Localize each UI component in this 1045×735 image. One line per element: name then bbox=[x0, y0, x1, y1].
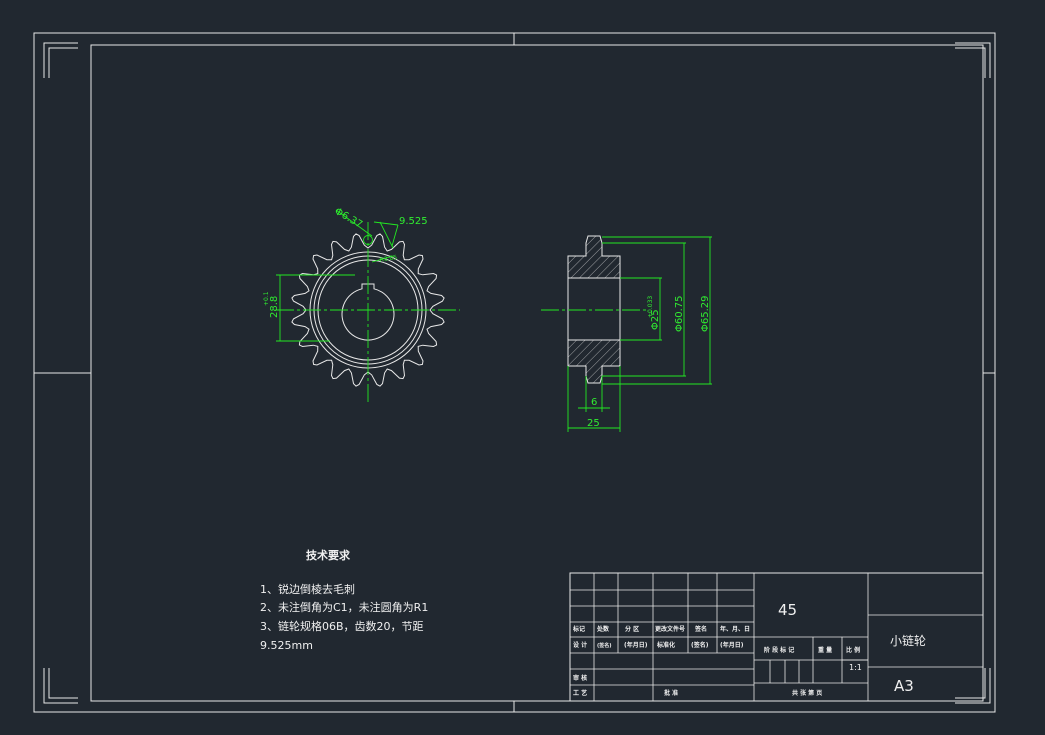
dim-roller-dia: Φ6.37 bbox=[333, 206, 365, 231]
tech-req-line-3: 3、链轮规格06B，齿数20，节距 bbox=[260, 619, 424, 633]
tb-h-count: 处数 bbox=[596, 625, 610, 633]
tb-h-zone: 分 区 bbox=[625, 625, 639, 633]
tech-req-title: 技术要求 bbox=[306, 548, 351, 562]
dim-bore-tol: +0.033 bbox=[647, 296, 654, 318]
section-lower-hatch bbox=[567, 339, 621, 384]
tb-r-date-box: (年月日) bbox=[624, 641, 648, 649]
title-block: 45 小链轮 A3 1:1 标记 处数 分 区 更改文件号 签名 年、月、日 设… bbox=[569, 572, 984, 702]
tech-req-line-4: 9.525mm bbox=[260, 639, 313, 652]
tb-h-sign: 签名 bbox=[694, 625, 707, 633]
tb-r-sign-box: (签名) bbox=[597, 642, 612, 649]
tb-r-design: 设 计 bbox=[573, 641, 587, 649]
tb-part-name: 小链轮 bbox=[890, 633, 926, 648]
sheet-inner-frame bbox=[90, 44, 984, 702]
front-centerlines bbox=[276, 222, 460, 404]
dim-tooth-width: 6 bbox=[591, 397, 597, 408]
tb-r-process: 工 艺 bbox=[573, 689, 587, 697]
dim-tooth-r: R3.05 bbox=[379, 254, 398, 264]
dim-root-dia: Φ60.75 bbox=[674, 296, 685, 333]
dim-tip-dia: Φ65.29 bbox=[700, 296, 711, 333]
dim-hub-width: 25 bbox=[587, 418, 600, 429]
tb-material: 45 bbox=[778, 601, 797, 619]
tb-r-weight: 重 量 bbox=[818, 646, 832, 654]
dim-key-depth-tol: +0.1 bbox=[263, 291, 270, 306]
tb-r-stage: 阶 段 标 记 bbox=[764, 646, 794, 654]
tb-h-mark: 标记 bbox=[572, 625, 585, 633]
side-dimension-lines bbox=[567, 236, 712, 432]
tb-r-approve: 批 准 bbox=[664, 689, 678, 697]
dim-bore-dia: Φ25 bbox=[650, 309, 661, 330]
dim-key-depth: 28.8 bbox=[269, 296, 280, 318]
bore-with-keyway bbox=[341, 283, 395, 341]
centering-marks bbox=[34, 33, 995, 712]
corner-trim-marks bbox=[43, 42, 991, 704]
tb-r-sheets: 共 张 第 页 bbox=[792, 689, 822, 697]
tb-h-docno: 更改文件号 bbox=[655, 625, 685, 633]
title-block-grid bbox=[570, 573, 983, 701]
tb-r-std: 标准化 bbox=[656, 641, 675, 649]
sprocket-side-view: Φ25 +0.033 Φ60.75 Φ65.29 6 25 bbox=[541, 235, 712, 432]
tech-req-line-1: 1、锐边倒棱去毛刺 bbox=[260, 582, 355, 596]
dim-pitch: 9.525 bbox=[399, 216, 428, 227]
tb-r-sign-box2: (签名) bbox=[691, 641, 709, 649]
technical-requirements: 技术要求 1、锐边倒棱去毛刺 2、未注倒角为C1，未注圆角为R1 3、链轮规格0… bbox=[260, 548, 428, 652]
tech-req-line-2: 2、未注倒角为C1，未注圆角为R1 bbox=[260, 600, 428, 614]
sheet-outer-border bbox=[33, 32, 996, 713]
front-dimension-lines bbox=[276, 209, 399, 342]
tb-h-date: 年、月、日 bbox=[720, 625, 750, 633]
tb-r-review: 审 核 bbox=[573, 674, 587, 682]
tb-r-date-box2: (年月日) bbox=[720, 641, 744, 649]
tb-r-scale: 比 例 bbox=[846, 646, 860, 654]
roller-circle bbox=[363, 235, 373, 245]
tb-sheet-size: A3 bbox=[894, 677, 914, 695]
sprocket-front-view: Φ6.37 9.525 R3.05 28.8 +0.1 bbox=[263, 206, 460, 404]
tb-scale: 1:1 bbox=[849, 663, 862, 672]
section-bore-lines bbox=[567, 277, 621, 341]
section-upper-hatch bbox=[567, 235, 621, 279]
